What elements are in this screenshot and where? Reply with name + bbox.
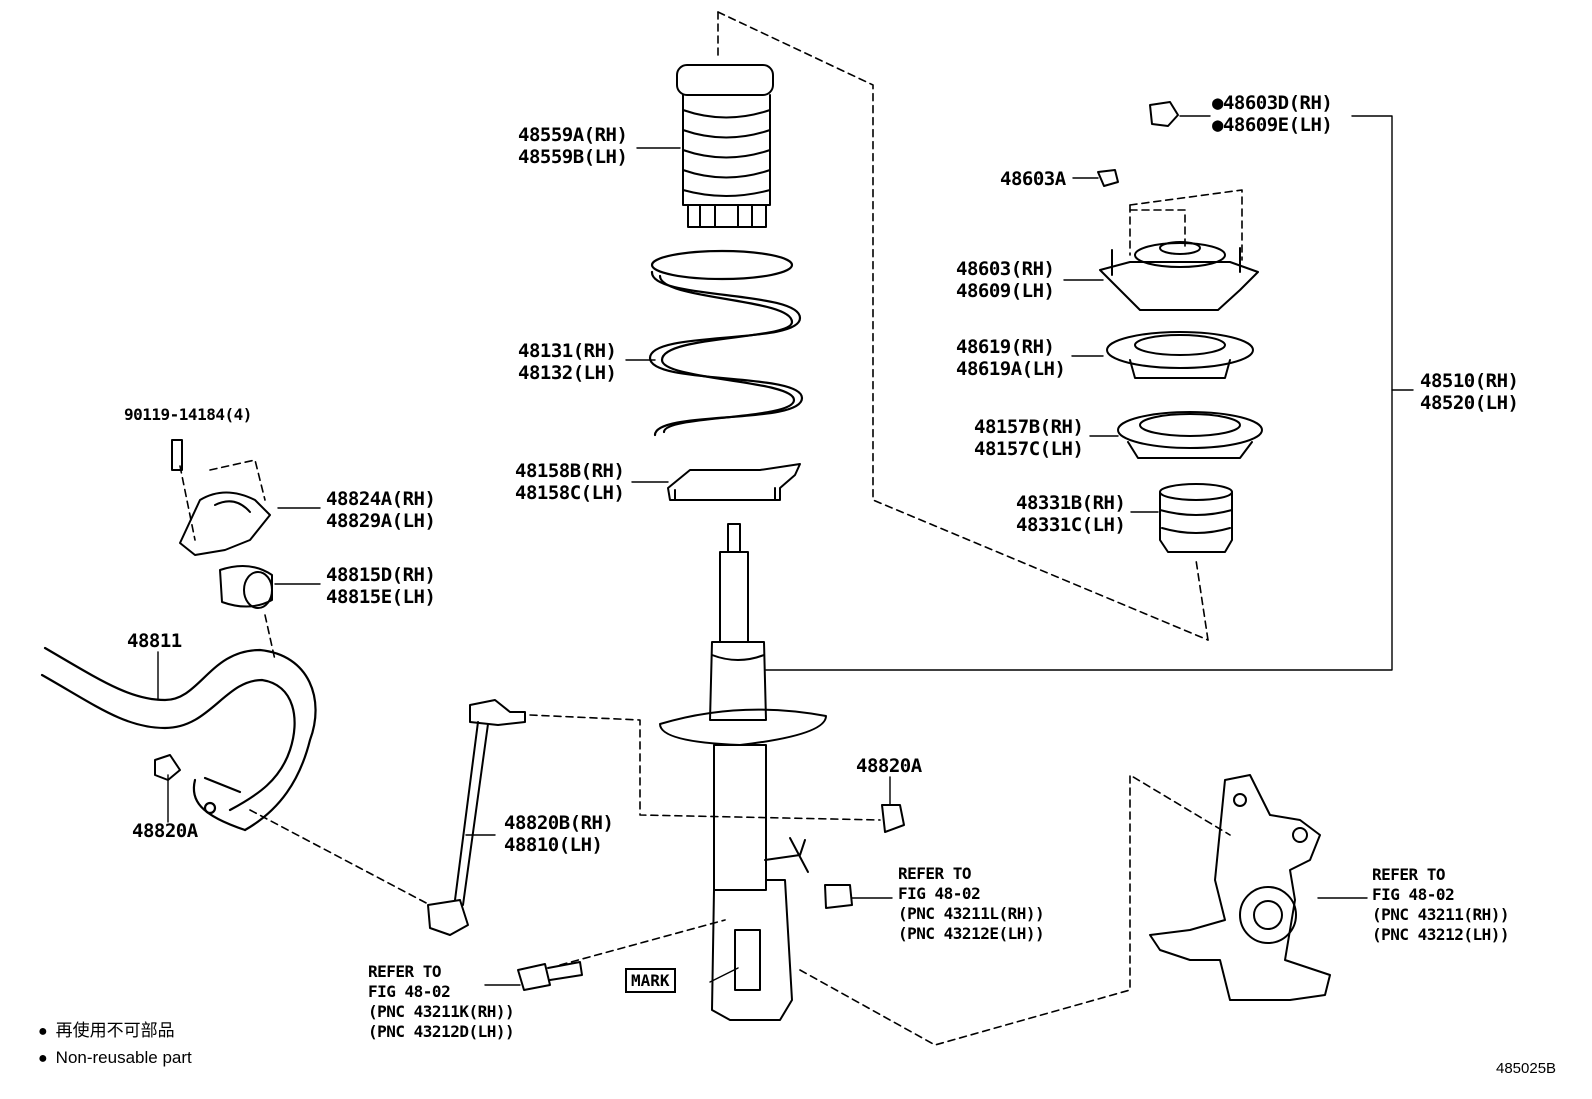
- legend: ● 再使用不可部品 ● Non-reusable part: [38, 1018, 192, 1072]
- callout-dust-boot: 48559A(RH)48559B(LH): [518, 124, 628, 168]
- callout-nut-48820a-left: 48820A: [132, 820, 198, 842]
- legend-row-japanese: ● 再使用不可部品: [38, 1018, 192, 1045]
- non-reusable-dot-icon: ●: [38, 1050, 48, 1067]
- coil-spring-drawing: [648, 249, 804, 437]
- callout-strut-assembly: 48510(RH)48520(LH): [1420, 370, 1519, 414]
- spring-seat-drawing: [667, 463, 801, 501]
- bushing-bracket-drawing: [154, 439, 273, 781]
- callout-bushing-bracket: 48824A(RH)48829A(LH): [326, 488, 436, 532]
- figure-number: 485025B: [1496, 1060, 1557, 1077]
- callout-upper-support: 48603(RH)48609(LH): [956, 258, 1055, 302]
- stabilizer-link-drawing: [427, 699, 905, 936]
- callout-nut-48603a: 48603A: [1000, 168, 1066, 190]
- bearing-drawing: [1117, 411, 1263, 459]
- callout-stabilizer-link: 48820B(RH)48810(LH): [504, 812, 614, 856]
- callout-insulator: 48619(RH)48619A(LH): [956, 336, 1066, 380]
- callout-spring-seat: 48158B(RH)48158C(LH): [515, 460, 625, 504]
- callout-stabilizer-bushing: 48815D(RH)48815E(LH): [326, 564, 436, 608]
- legend-english-text: Non-reusable part: [55, 1048, 192, 1067]
- callout-bearing: 48157B(RH)48157C(LH): [974, 416, 1084, 460]
- callout-coil-spring: 48131(RH)48132(LH): [518, 340, 617, 384]
- callout-nut-48820a-right: 48820A: [856, 755, 922, 777]
- strut-drawing: [659, 523, 827, 1021]
- mark-box: MARK: [625, 968, 676, 993]
- steering-knuckle-drawing: [1149, 774, 1331, 1001]
- callout-bracket-bolt: 90119-14184(4): [124, 405, 252, 424]
- non-reusable-dot-icon: ●: [38, 1023, 48, 1040]
- callout-bump-stopper: 48331B(RH)48331C(LH): [1016, 492, 1126, 536]
- insulator-drawing: [1106, 331, 1254, 379]
- bolt-drawing: [517, 884, 853, 991]
- callout-stabilizer-bar: 48811: [127, 630, 182, 652]
- legend-japanese-text: 再使用不可部品: [55, 1021, 175, 1040]
- upper-support-drawing: [1097, 101, 1259, 311]
- exploded-view-dashed-lines: [179, 11, 1243, 1046]
- legend-row-english: ● Non-reusable part: [38, 1045, 192, 1072]
- callout-nut-48603d: ●48603D(RH)●48609E(LH): [1212, 92, 1333, 136]
- bump-stopper-drawing: [1159, 483, 1233, 553]
- dust-boot-drawing: [676, 64, 774, 228]
- stabilizer-bar-drawing: [40, 646, 317, 832]
- leader-lines: [157, 115, 1414, 986]
